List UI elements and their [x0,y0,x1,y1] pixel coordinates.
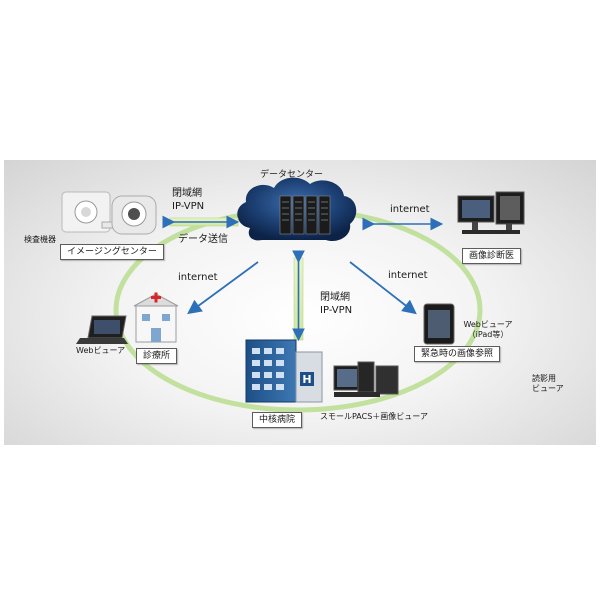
svg-text:H: H [302,373,311,386]
reading-clinic-label: 画像診断医 [462,248,522,264]
clinic-building-icon [133,292,179,343]
arrow-datacenter-emergency [349,261,417,315]
web-viewer-left-label: Webビューア [76,346,126,355]
ipvpn-label-top: IP-VPN [172,201,205,212]
reading-workstation-icon [457,191,525,234]
web-viewer-ipad-label-2: （iPad等） [467,330,509,339]
datacenter-cloud-icon [237,177,357,242]
mri-scanner-icon [111,195,157,235]
imaging-center-label: イメージングセンター [60,244,164,260]
closed-net-label-top: 閉域網 [172,188,202,199]
hospital-building-icon: H [245,339,323,403]
data-transfer-label: データ送信 [178,234,228,245]
closed-net-label-mid: 閉域網 [320,292,350,303]
exam-equipment-label: 検査機器 [24,235,56,244]
internet-label-right-top: internet [390,204,430,215]
laptop-icon [76,315,128,344]
datacenter-title: データセンター [260,170,324,180]
tablet-icon [423,303,455,345]
internet-label-right: internet [388,270,428,281]
core-hospital-label: 中核病院 [252,412,303,428]
pacs-workstation-icon [333,361,399,397]
clinic-label: 診療所 [136,348,178,364]
internet-label-left: internet [178,272,218,283]
web-viewer-ipad-label-1: Webビューア [463,320,513,329]
ipvpn-label-mid: IP-VPN [320,305,353,316]
reading-viewer-label-1: 読影用 [532,374,556,383]
reading-viewer-label-2: ビューア [532,384,564,393]
small-pacs-label: スモールPACS＋画像ビューア [320,412,428,421]
arrow-datacenter-clinic [187,261,259,315]
emergency-ref-label: 緊急時の画像参照 [414,346,501,362]
